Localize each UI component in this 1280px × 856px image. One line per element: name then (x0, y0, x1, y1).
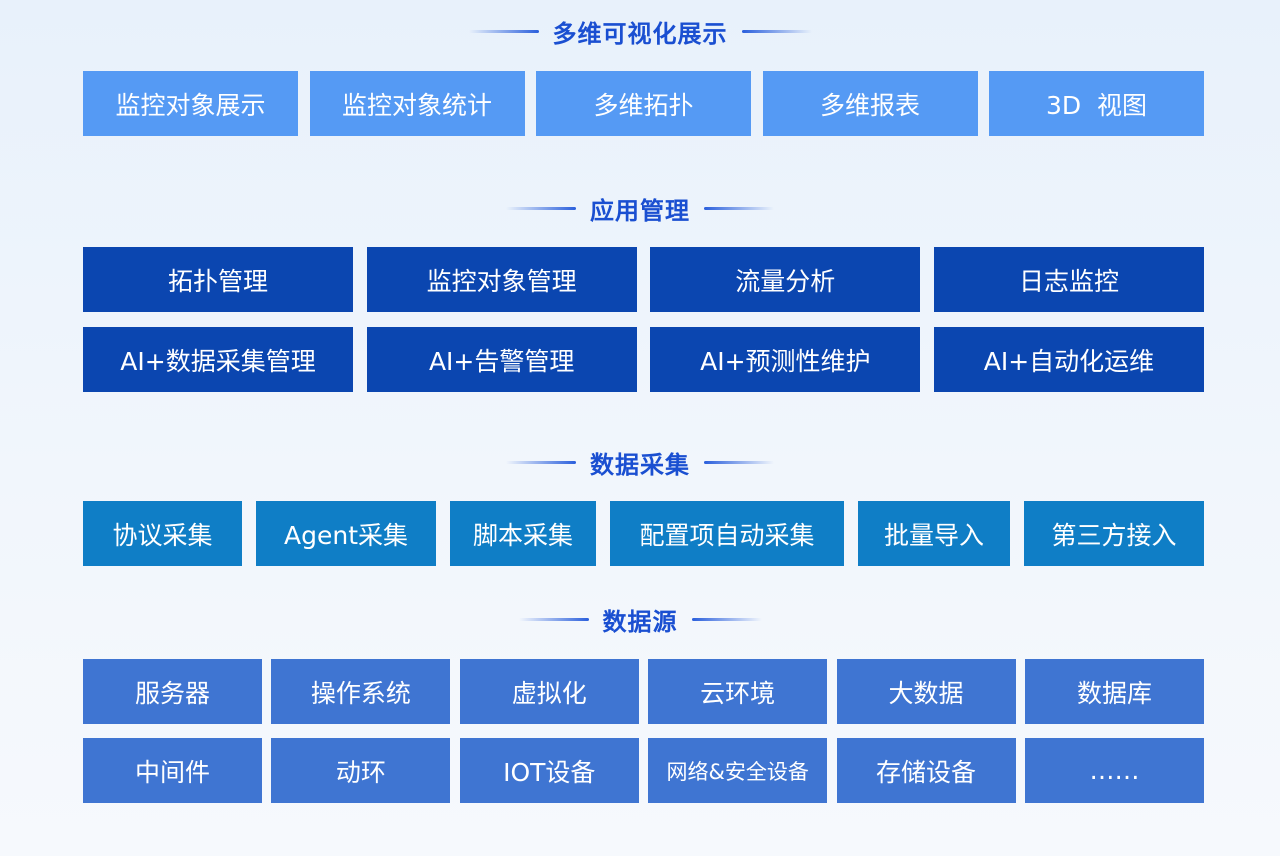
section-title-text: 数据采集 (590, 450, 690, 479)
visualization-item: 多维报表 (762, 71, 978, 136)
collection-item: 批量导入 (858, 501, 1010, 566)
collection-item: Agent采集 (256, 501, 436, 566)
title-decoration-right (704, 460, 774, 464)
section-title-collection: 数据采集 (0, 445, 1280, 479)
source-item: 虚拟化 (459, 659, 639, 724)
application-item: 监控对象管理 (366, 247, 637, 312)
source-item: 中间件 (83, 738, 262, 803)
application-item: 流量分析 (650, 247, 921, 312)
application-row-1: 拓扑管理 监控对象管理 流量分析 日志监控 (83, 247, 1204, 312)
source-item: 存储设备 (836, 738, 1016, 803)
source-item: 云环境 (648, 659, 828, 724)
collection-item: 第三方接入 (1024, 501, 1204, 566)
application-item: AI+自动化运维 (933, 327, 1204, 392)
source-row-1: 服务器 操作系统 虚拟化 云环境 大数据 数据库 (83, 659, 1204, 724)
source-item: 大数据 (836, 659, 1016, 724)
application-item: AI+告警管理 (366, 327, 637, 392)
application-item: AI+预测性维护 (650, 327, 921, 392)
title-decoration-left (506, 206, 576, 210)
visualization-item: 监控对象统计 (309, 71, 525, 136)
application-item: 拓扑管理 (83, 247, 353, 312)
title-decoration-left (518, 617, 589, 621)
application-item: AI+数据采集管理 (83, 327, 353, 392)
visualization-item: 3D 视图 (989, 71, 1204, 136)
section-title-application: 应用管理 (0, 191, 1280, 225)
collection-item: 协议采集 (83, 501, 242, 566)
title-decoration-right (704, 206, 774, 210)
source-item: 动环 (271, 738, 451, 803)
section-title-source: 数据源 (0, 602, 1280, 636)
source-item: 服务器 (83, 659, 262, 724)
section-title-text: 应用管理 (590, 196, 690, 225)
visualization-item: 多维拓扑 (536, 71, 751, 136)
source-item: 操作系统 (271, 659, 451, 724)
source-item: …… (1024, 738, 1204, 803)
section-title-text: 多维可视化展示 (552, 19, 728, 48)
section-title-text: 数据源 (602, 607, 678, 636)
title-decoration-left (506, 460, 576, 464)
source-item: 网络&安全设备 (648, 738, 828, 803)
title-decoration-right (741, 29, 812, 33)
source-item: 数据库 (1024, 659, 1204, 724)
application-item: 日志监控 (933, 247, 1204, 312)
source-item: IOT设备 (459, 738, 639, 803)
collection-item: 配置项自动采集 (610, 501, 844, 566)
title-decoration-right (691, 617, 762, 621)
application-row-2: AI+数据采集管理 AI+告警管理 AI+预测性维护 AI+自动化运维 (83, 327, 1204, 392)
visualization-item: 监控对象展示 (83, 71, 298, 136)
visualization-row: 监控对象展示 监控对象统计 多维拓扑 多维报表 3D 视图 (83, 71, 1204, 136)
source-row-2: 中间件 动环 IOT设备 网络&安全设备 存储设备 …… (83, 738, 1204, 803)
collection-row: 协议采集 Agent采集 脚本采集 配置项自动采集 批量导入 第三方接入 (83, 501, 1204, 566)
section-title-visualization: 多维可视化展示 (0, 14, 1280, 48)
collection-item: 脚本采集 (450, 501, 596, 566)
title-decoration-left (468, 29, 539, 33)
